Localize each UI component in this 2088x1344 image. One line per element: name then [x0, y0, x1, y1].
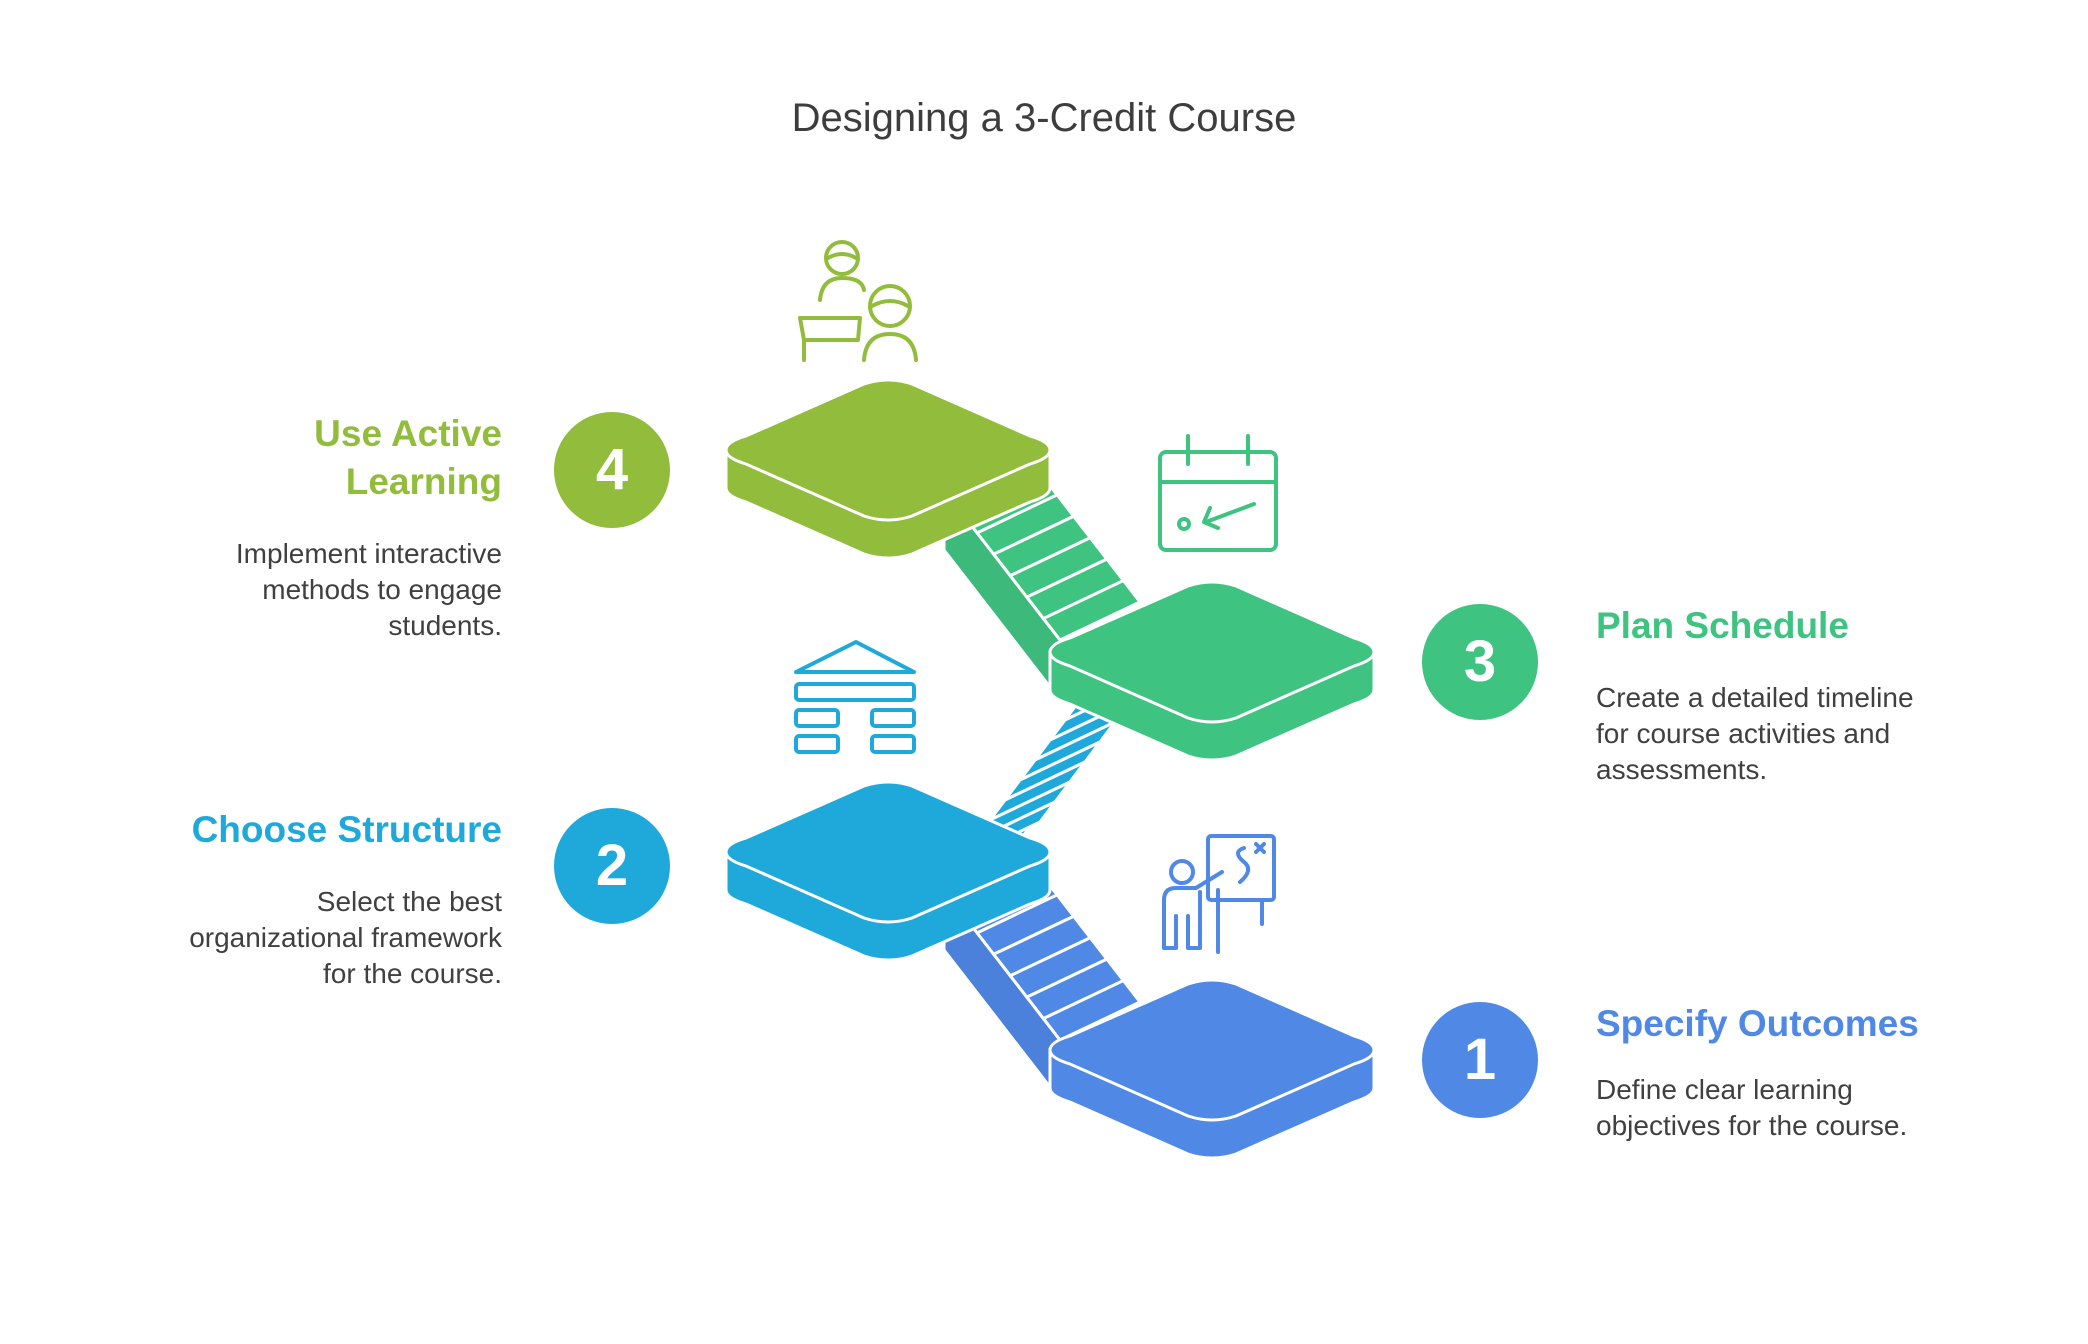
step-1-desc-line-2: objectives for the course.	[1596, 1110, 1908, 1141]
step-3-description: Create a detailed timeline for course ac…	[1596, 680, 2036, 788]
step-3-title: Plan Schedule	[1596, 605, 1849, 646]
building-blocks-icon	[794, 640, 916, 754]
platform-step-1	[1048, 978, 1376, 1160]
step-4-desc-line-2: methods to engage	[262, 574, 502, 605]
platform-step-4-top	[724, 378, 1052, 522]
step-4-desc-line-3: students.	[388, 610, 502, 641]
step-3-badge: 3	[1422, 604, 1538, 720]
platforms-layer	[724, 378, 1376, 1160]
step-4-title-line-2: Learning	[345, 461, 502, 502]
step-3-desc-line-1: Create a detailed timeline	[1596, 682, 1914, 713]
teacher-whiteboard-icon	[1162, 834, 1276, 954]
diagram-title: Designing a 3-Credit Course	[791, 96, 1297, 140]
platform-step-2	[724, 780, 1052, 962]
stairs-3-4-step-7	[1041, 578, 1143, 642]
step-1-desc-line-1: Define clear learning	[1596, 1074, 1853, 1105]
platform-step-3	[1048, 580, 1376, 762]
step-3-desc-line-3: assessments.	[1596, 754, 1768, 785]
teacher-student-icon	[798, 240, 918, 362]
step-4-badge: 4	[554, 412, 670, 528]
step-1-badge: 1	[1422, 1002, 1538, 1118]
step-2-badge: 2	[554, 808, 670, 924]
platform-step-3-top	[1048, 580, 1376, 724]
step-3-desc-line-2: for course activities and	[1596, 718, 1891, 749]
step-2-desc-line-1: Select the best	[316, 886, 502, 917]
step-4-desc-line-1: Implement interactive	[235, 538, 502, 569]
step-4-description: Implement interactive methods to engage …	[82, 536, 502, 644]
step-2-desc-line-3: for the course.	[323, 958, 502, 989]
calendar-icon	[1158, 434, 1278, 552]
platform-step-1-top	[1048, 978, 1376, 1122]
step-2-description: Select the best organizational framework…	[42, 884, 502, 992]
step-2-desc-line-2: organizational framework	[189, 922, 502, 953]
step-4-title-line-1: Use Active	[314, 413, 502, 454]
step-1-description: Define clear learning objectives for the…	[1596, 1072, 2036, 1144]
stairs-1-2-step-7	[1041, 978, 1143, 1042]
platform-step-4	[724, 378, 1052, 560]
step-4-title: Use Active Learning	[102, 410, 502, 506]
platform-step-2-top	[724, 780, 1052, 924]
icons-layer	[794, 240, 1278, 954]
stairs-layer	[941, 450, 1162, 1105]
step-1-title: Specify Outcomes	[1596, 1003, 1919, 1044]
step-2-title: Choose Structure	[191, 809, 502, 850]
